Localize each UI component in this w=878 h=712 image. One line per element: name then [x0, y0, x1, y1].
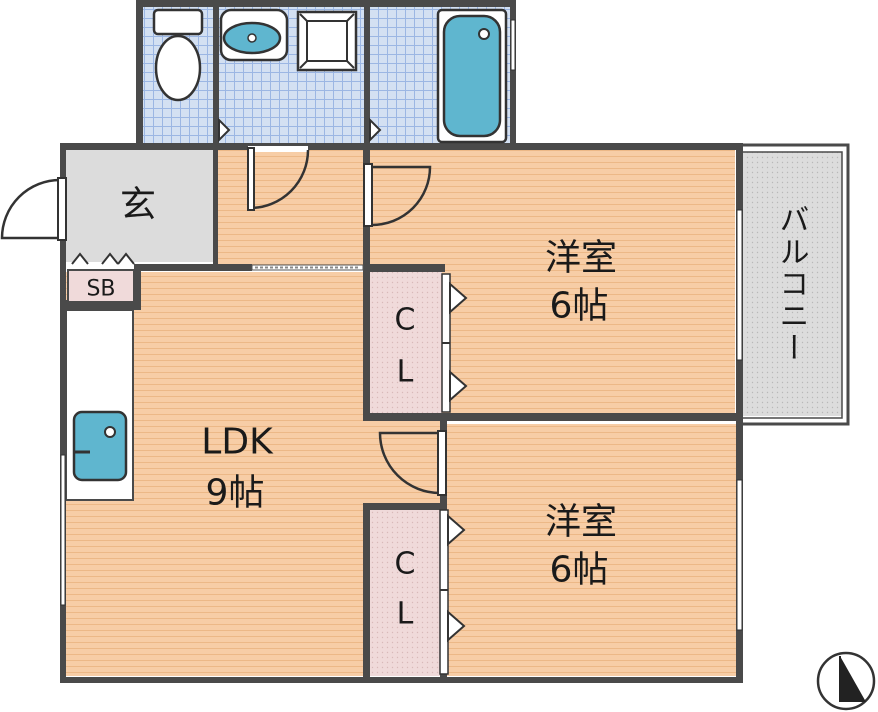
shoe-box-doors — [71, 252, 135, 265]
bath-window — [510, 19, 516, 71]
balcony-floor — [741, 152, 842, 416]
closet-1-label-bottom: L — [397, 355, 414, 390]
western-room-2-label: 洋室 — [545, 502, 617, 543]
bathtub-icon — [436, 8, 508, 144]
closet-1-floor — [368, 272, 442, 414]
ldk-window — [60, 454, 66, 606]
bathroom-door — [369, 117, 382, 143]
closet-2-label-top: C — [395, 547, 416, 582]
closet-2-label-bottom: L — [397, 597, 414, 632]
washroom-door — [247, 146, 310, 211]
washing-machine-icon — [296, 10, 358, 72]
balcony-railing — [738, 143, 850, 426]
closet-2-doors — [439, 509, 466, 675]
toilet-icon — [152, 8, 204, 102]
entrance-door — [0, 177, 67, 241]
north-arrow-icon — [816, 651, 876, 711]
walls — [60, 0, 743, 683]
hallway-floor — [217, 150, 364, 268]
western-room-1-size: 6帖 — [550, 286, 609, 327]
western-room-1-door — [363, 163, 432, 227]
ldk-label: LDK — [201, 422, 274, 463]
closet-1-label-top: C — [395, 303, 416, 338]
shoe-box — [67, 269, 135, 303]
ldk-size: 9帖 — [206, 473, 265, 514]
shoe-box-label: SB — [86, 277, 115, 302]
entrance-floor — [66, 150, 214, 262]
kitchen-sink-icon — [72, 410, 128, 482]
western-room-2-size: 6帖 — [550, 550, 609, 591]
toilet-door — [218, 117, 231, 143]
balcony-window — [736, 209, 743, 361]
balcony-label: バルコニー — [774, 204, 809, 364]
closet-2-floor — [370, 510, 440, 676]
closet-1-doors — [441, 273, 468, 413]
room-2-window — [736, 479, 743, 631]
washbasin-icon — [219, 8, 289, 62]
entrance-label: 玄 — [120, 185, 156, 226]
western-room-1-label: 洋室 — [545, 238, 617, 279]
western-room-2-door — [378, 430, 447, 496]
western-room-2-floor — [444, 424, 737, 676]
